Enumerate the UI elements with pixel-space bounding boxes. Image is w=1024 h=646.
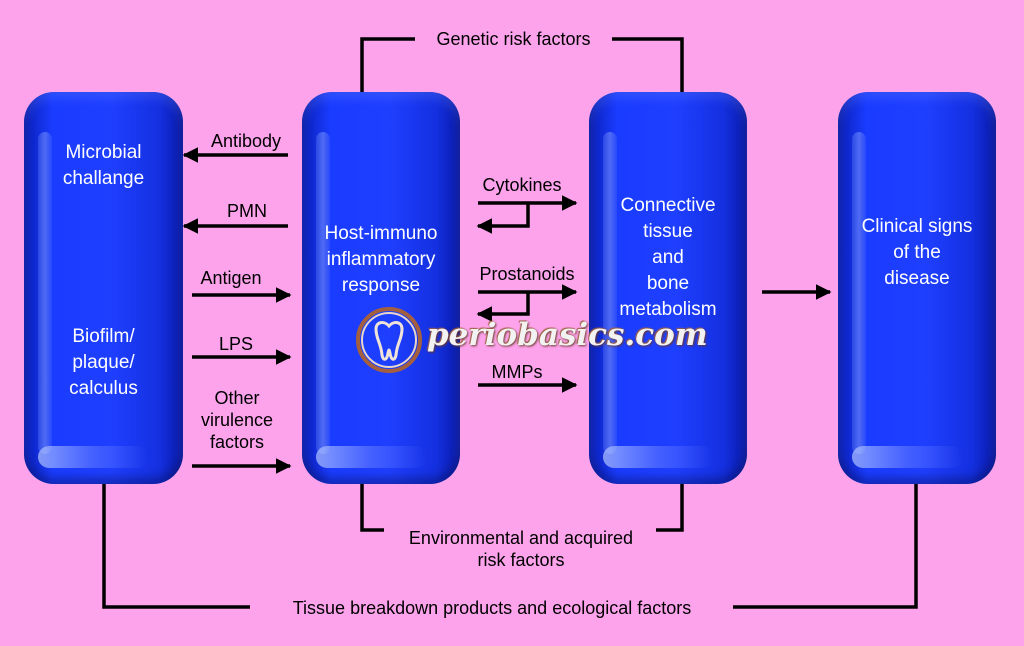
environmental-risk-label: Environmental and acquired risk factors [408, 528, 634, 570]
cytokines-back-arrow [476, 203, 530, 234]
tissue-to-microbial-arrow [96, 456, 250, 609]
watermark-text: periobasics.com [427, 317, 708, 353]
host-response-box: Host-immuno inflammatory response [302, 92, 460, 484]
cytokines-label: Cytokines [482, 175, 562, 195]
antigen-label: Antigen [200, 268, 262, 288]
clinical-signs-box: Clinical signs of the disease [838, 92, 996, 484]
microbial-challenge-title: Microbial challange [62, 142, 145, 189]
pmn-label: PMN [227, 201, 267, 221]
connective-tissue-title: Connective tissue and bone metabolism [619, 195, 717, 320]
biofilm-label: Biofilm/ plaque/ calculus [69, 326, 138, 399]
tissue-breakdown-label: Tissue breakdown products and ecological… [292, 598, 692, 618]
antibody-label: Antibody [210, 131, 282, 151]
prostanoids-label: Prostanoids [479, 264, 575, 284]
other-virulence-label: Other virulence factors [200, 388, 274, 452]
microbial-challenge-box: Microbial challange Biofilm/ plaque/ cal… [24, 92, 183, 484]
connective-tissue-box: Connective tissue and bone metabolism [589, 92, 747, 484]
watermark: periobasics.com [352, 305, 708, 375]
genetic-to-connective-arrow [612, 37, 690, 114]
genetic-to-host-arrow [354, 37, 415, 114]
lps-label: LPS [218, 334, 254, 354]
prostanoids-back-arrow [476, 292, 530, 322]
tooth-logo-icon [356, 307, 422, 373]
genetic-risk-label: Genetic risk factors [436, 29, 591, 49]
host-response-title: Host-immuno inflammatory response [324, 223, 438, 296]
mmps-label: MMPs [491, 362, 543, 382]
clinical-signs-title: Clinical signs of the disease [861, 216, 973, 289]
tissue-to-clinical-arrow [733, 456, 924, 609]
